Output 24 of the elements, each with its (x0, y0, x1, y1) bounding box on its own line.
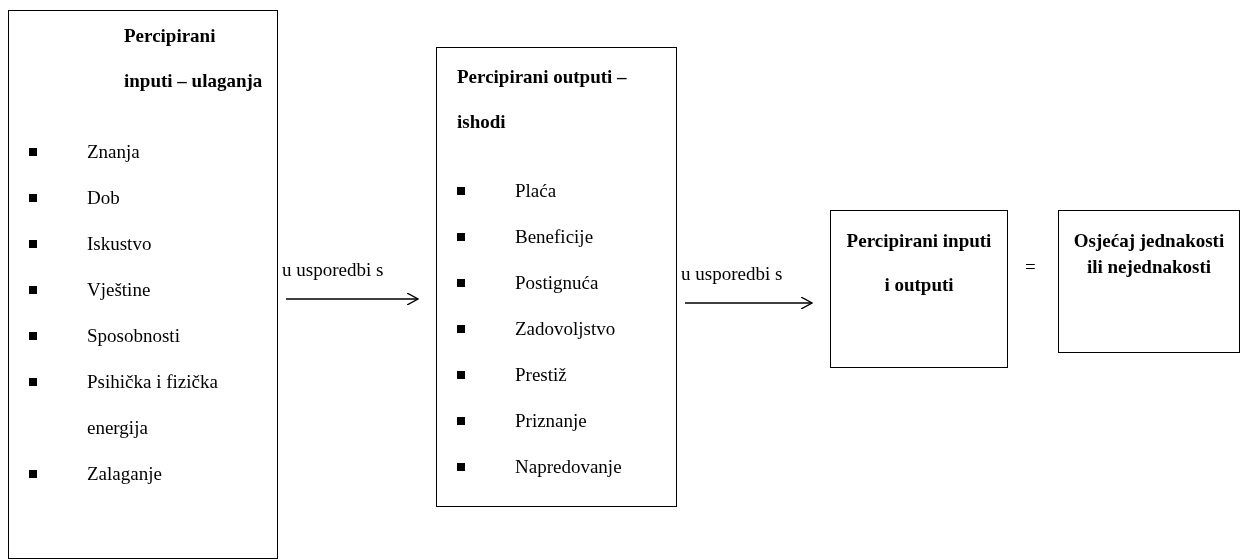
arrow (285, 292, 419, 306)
box-title: Osjećaj jednakosti ili nejednakosti (1072, 229, 1226, 279)
box-title: Percipirani outputi – ishodi (457, 65, 628, 134)
list-item: Dob (87, 186, 120, 210)
list-item: Iskustvo (87, 232, 152, 256)
list-item: Vještine (87, 278, 151, 302)
text-box (8, 10, 278, 559)
list-item: Priznanje (515, 409, 587, 433)
list-item: Napredovanje (515, 455, 622, 479)
list-item: Sposobnosti (87, 324, 180, 348)
list-item: Zalaganje (87, 462, 162, 486)
text-box (436, 47, 677, 507)
box-title: Percipirani inputi – ulaganja (124, 24, 264, 93)
list-item: Postignuća (515, 271, 599, 295)
arrow (684, 296, 813, 310)
box-title: Percipirani inputi i outputi (845, 229, 993, 297)
list-item: Prestiž (515, 363, 567, 387)
list-item: Beneficije (515, 225, 594, 249)
list-item: Plaća (515, 179, 557, 203)
list-item: Psihička i fizička energija (87, 370, 219, 440)
list-item: Znanja (87, 140, 140, 164)
text-box (830, 210, 1008, 368)
text-box (1058, 210, 1240, 353)
list-item: Zadovoljstvo (515, 317, 616, 341)
